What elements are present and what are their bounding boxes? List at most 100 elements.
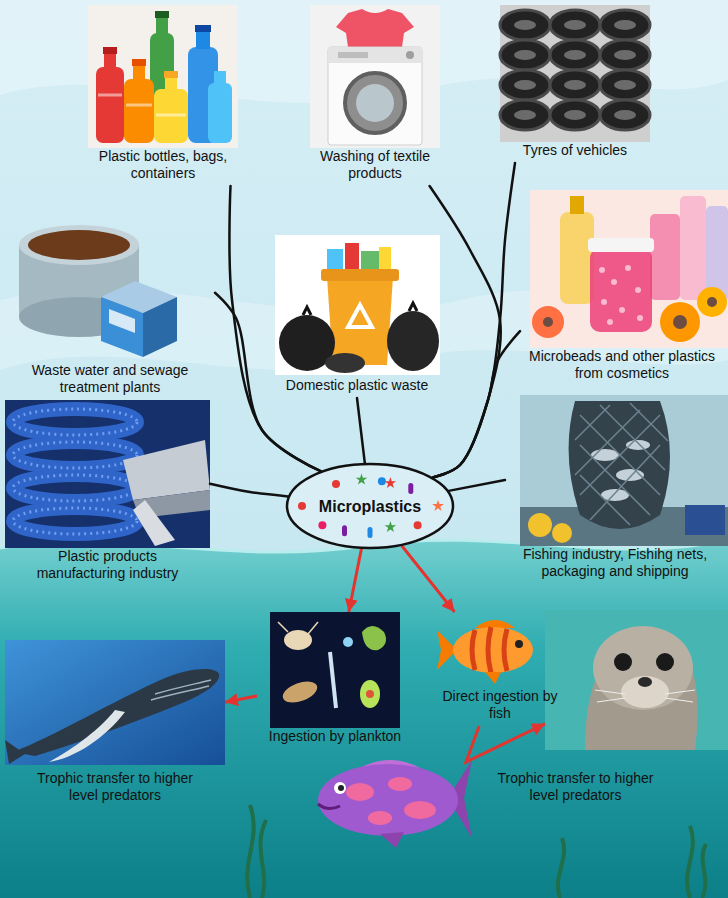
grouper-fish <box>318 804 340 809</box>
caption-text: Direct ingestion by fish <box>442 688 558 722</box>
seaweed <box>247 805 706 898</box>
tyres-photo <box>614 50 636 60</box>
tyres-photo <box>550 70 600 100</box>
washing-machine-photo <box>310 5 440 148</box>
microplastic-particle <box>408 483 413 494</box>
predator-photo: Trophic transfer to higher level predato… <box>545 610 726 750</box>
treatment-plant-illustration <box>109 309 135 333</box>
domestic-waste-illustration <box>361 251 379 271</box>
treatment-plant-illustration <box>143 297 177 357</box>
manufacturing-photo <box>13 409 137 435</box>
plastic-bottles-photo <box>132 59 146 66</box>
microplastic-particle <box>298 502 306 510</box>
caption-text: Trophic transfer to higher level predato… <box>493 770 658 804</box>
plankton-photo <box>360 680 380 708</box>
domestic-waste-illustration <box>275 235 440 375</box>
cosmetics-photo <box>530 190 728 348</box>
microplastic-particle <box>414 521 422 529</box>
tyres-photo <box>564 20 586 30</box>
fishing-net-photo <box>552 523 572 543</box>
manufacturing-photo <box>13 442 137 468</box>
source-line <box>357 398 365 463</box>
plankton-photo <box>270 612 400 728</box>
manufacturing-photo <box>13 409 137 435</box>
seal-photo <box>614 653 632 671</box>
tyres-photo <box>500 40 550 70</box>
grouper-fish <box>388 777 412 791</box>
tyres-photo <box>614 80 636 90</box>
tyres-photo <box>600 10 650 40</box>
caption-text: Plastic bottles, bags, containers <box>97 148 229 182</box>
cosmetics-photo <box>637 315 643 321</box>
grouper-fish <box>404 801 436 819</box>
caption-text: Trophic transfer to higher level predato… <box>33 770 198 804</box>
plastic-bottles-photo <box>165 77 177 91</box>
background <box>0 540 728 898</box>
microplastic-particle <box>385 477 397 488</box>
source-photo: Tyres of vehicles <box>500 5 650 163</box>
manufacturing-photo <box>133 500 175 546</box>
manufacturing-photo <box>5 400 210 548</box>
plastic-bottles-photo <box>124 79 154 143</box>
tyres-photo <box>514 110 536 120</box>
manufacturing-photo <box>13 442 137 468</box>
tyres-photo <box>500 5 650 142</box>
microplastic-particle <box>368 527 373 538</box>
cosmetics-photo <box>530 190 728 348</box>
transfer-arrow <box>349 549 362 612</box>
cosmetics-photo <box>560 212 594 304</box>
seal-photo <box>545 610 728 750</box>
microplastic-particle <box>356 473 368 484</box>
seaweed <box>687 826 693 898</box>
washing-machine-photo <box>328 47 422 145</box>
fish-figure: Direct ingestion by fish <box>440 612 560 726</box>
whale-photo <box>49 710 125 762</box>
grouper-fish <box>346 783 374 801</box>
whale-photo <box>5 640 225 765</box>
microplastic-particle <box>342 525 347 536</box>
tyres-photo <box>500 10 550 40</box>
transfer-arrow <box>466 724 545 762</box>
source-illustration: Waste water and sewage treatment plants <box>5 205 215 400</box>
grouper-fish <box>318 764 458 836</box>
tyres-photo <box>500 5 650 142</box>
domestic-waste-illustration <box>325 353 365 373</box>
microplastic-particle <box>318 521 326 529</box>
plastic-bottles-photo <box>155 11 169 18</box>
source-line <box>430 186 501 477</box>
treatment-plant-illustration <box>19 225 139 265</box>
tyres-photo <box>564 80 586 90</box>
cosmetics-photo <box>625 265 631 271</box>
manufacturing-photo <box>13 409 137 534</box>
source-photo: Fishing industry, Fishihg nets, packagin… <box>505 395 725 584</box>
cosmetics-photo <box>532 306 564 338</box>
orange-fish <box>453 627 533 673</box>
orange-fish <box>472 627 507 673</box>
grouper-fish <box>368 811 392 825</box>
microplastic-particle <box>414 521 422 529</box>
tyres-photo <box>514 80 536 90</box>
domestic-waste-illustration <box>327 249 343 271</box>
ellipse-label: Microplastics <box>319 497 421 516</box>
domestic-waste-illustration <box>345 243 359 271</box>
fishing-net-photo <box>520 395 728 546</box>
orange-fish <box>485 672 501 684</box>
tyres-photo <box>500 10 650 130</box>
microplastic-particle <box>432 500 444 511</box>
plastic-bottles-photo <box>88 5 238 148</box>
plankton-photo <box>280 677 320 706</box>
seal-photo <box>621 676 669 708</box>
fishing-net-photo <box>520 395 728 546</box>
washing-machine-photo <box>328 47 422 63</box>
caption-text: Waste water and sewage treatment plants <box>10 362 210 396</box>
cosmetics-photo <box>619 307 625 313</box>
seaweed <box>260 820 266 898</box>
caption-text: Tyres of vehicles <box>500 142 650 159</box>
cosmetics-photo <box>650 214 680 300</box>
grouper-fish <box>334 782 346 794</box>
microplastic-particle <box>385 521 397 532</box>
domestic-waste-illustration <box>275 235 440 375</box>
microplastic-particle <box>356 473 368 484</box>
